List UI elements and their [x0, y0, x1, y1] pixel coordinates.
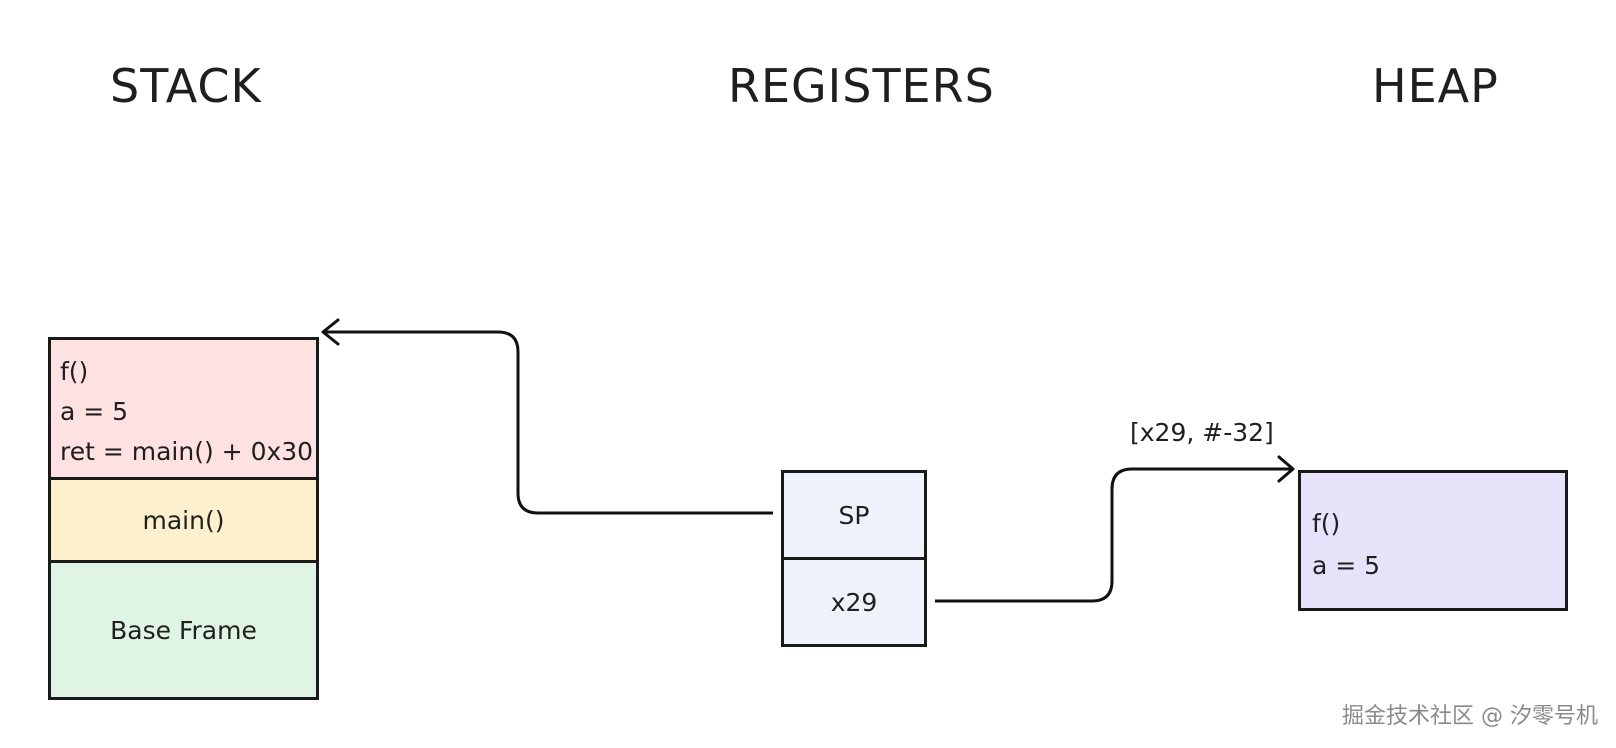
stack-frame-f-line: a = 5 — [60, 397, 129, 426]
heap-object-line: a = 5 — [1312, 551, 1381, 580]
register-x29: x29 — [781, 557, 927, 647]
register-x29-label: x29 — [830, 587, 878, 617]
register-sp: SP — [781, 470, 927, 560]
registers-heading: REGISTERS — [728, 59, 995, 113]
sp-to-stack-arrowhead — [321, 318, 340, 346]
stack-frame-f-line: ret = main() + 0x30 — [60, 437, 314, 466]
x29-offset-label: [x29, #-32] — [1130, 418, 1274, 447]
watermark: 掘金技术社区 @ 汐零号机 — [1342, 704, 1598, 729]
heap-object-f: f() a = 5 — [1298, 470, 1568, 611]
stack-frame-f-line: f() — [60, 357, 89, 386]
stack-frame-base: Base Frame — [48, 560, 319, 700]
sp-to-stack-arrow — [324, 330, 773, 515]
stack-heading: STACK — [110, 59, 262, 113]
stack-frame-f: f() a = 5 ret = main() + 0x30 — [48, 337, 319, 480]
heap-object-line: f() — [1312, 509, 1341, 538]
stack-frame-base-label: Base Frame — [110, 615, 257, 645]
x29-to-heap-arrowhead — [1277, 455, 1295, 483]
x29-to-heap-arrow — [935, 467, 1292, 603]
stack-frame-main-label: main() — [142, 505, 225, 535]
stack-frame-main: main() — [48, 477, 319, 563]
heap-heading: HEAP — [1372, 59, 1499, 113]
register-sp-label: SP — [838, 500, 870, 530]
